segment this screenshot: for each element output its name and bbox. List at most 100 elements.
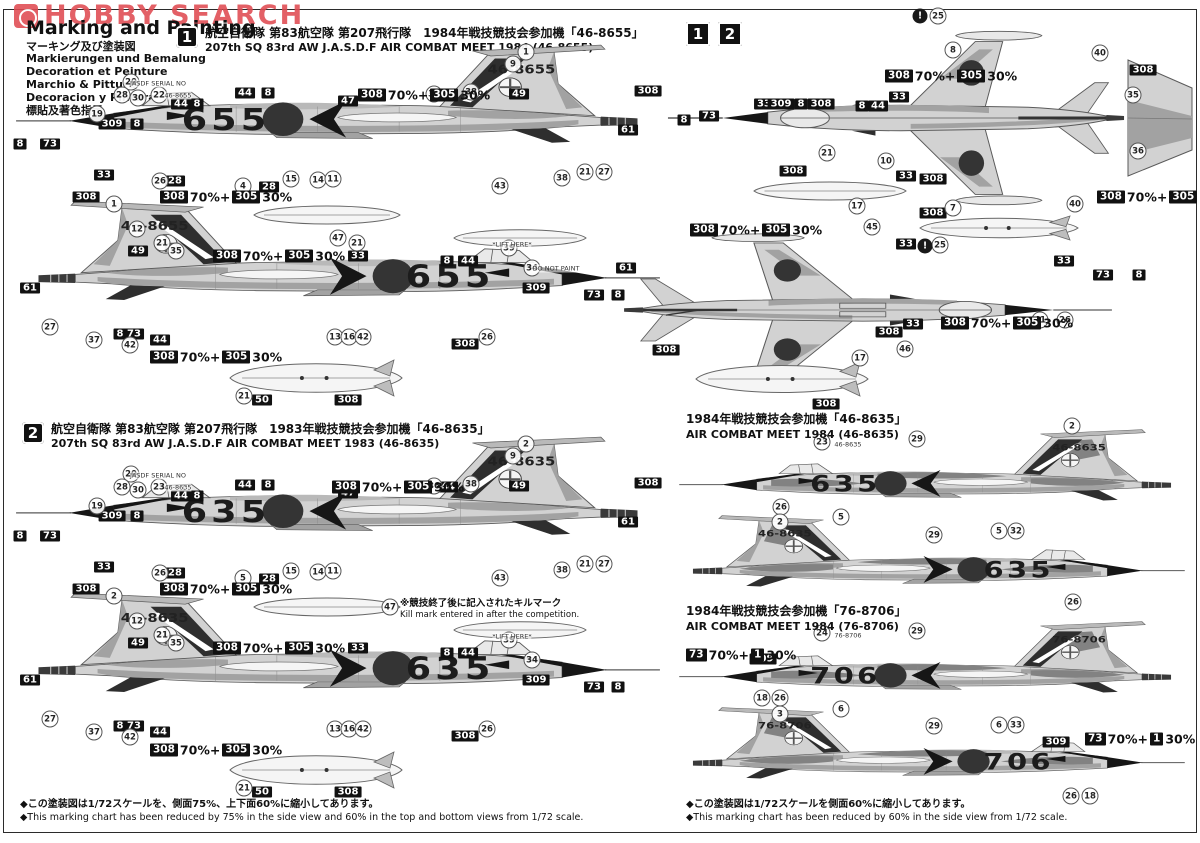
paint-code-badge-pos: 308 xyxy=(779,159,807,178)
paint-code-badge: 8 xyxy=(113,720,127,732)
paint-code-badge: 308 xyxy=(451,730,479,742)
paint-code-badge-pos: 44 xyxy=(150,720,170,739)
decal-number-callout-pos: 25 xyxy=(929,7,947,25)
paint-code-badge-pos: 73 xyxy=(1093,263,1113,282)
paint-code-badge: 305 xyxy=(222,350,251,364)
decal-number-callout: 12 xyxy=(128,612,146,630)
paint-code-badge-pos: 73 xyxy=(699,104,719,123)
paint-code-badge: 308 xyxy=(160,190,188,204)
decal-number-callout-pos: 42 xyxy=(121,336,139,354)
decal-number-callout-pos: 8 xyxy=(944,41,962,59)
paint-code-badge: 8 xyxy=(1132,269,1146,281)
paint-code-badge-pos: 73 xyxy=(584,675,604,694)
paint-code-badge: 44 xyxy=(868,100,888,112)
decal-number-callout-pos: 1 xyxy=(517,43,535,61)
decal-number-callout-pos: 27 xyxy=(595,163,613,181)
paint-code-badge-pos: 73 xyxy=(124,714,144,733)
section2-header: 2 航空自衛隊 第83航空隊 第207飛行隊 1983年戦技競技会参加機「46-… xyxy=(22,422,490,451)
hobbysearch-logo: HOBBY SEARCH xyxy=(14,0,304,31)
decal-number-callout-pos: 26 xyxy=(478,720,496,738)
paint-mix-percent: 70%+ xyxy=(708,647,750,663)
decal-number-callout-pos: 29 xyxy=(908,622,926,640)
decal-number-callout: 3 xyxy=(771,705,789,723)
decal-number-callout-pos: 5 xyxy=(832,508,850,526)
paint-code-badge: 28 xyxy=(165,175,185,187)
paint-code-badge: 33 xyxy=(94,561,114,573)
paint-code-badge: 73 xyxy=(40,138,60,150)
decal-number-callout-pos: 26 xyxy=(1062,787,1080,805)
decal-number-callout: 29 xyxy=(925,526,943,544)
paint-mix-percent: 70%+ xyxy=(189,189,231,205)
paint-code-badge-pos: 44 xyxy=(868,94,888,113)
paint-mix-percent: 30% xyxy=(315,248,346,264)
decal-number-callout-pos: 12 xyxy=(128,612,146,630)
paint-code-badge-pos: 8 xyxy=(261,81,275,100)
paint-code-badge: 33 xyxy=(94,169,114,181)
paint-code-badge: 1 xyxy=(751,648,765,662)
decal-number-callout: 10 xyxy=(877,152,895,170)
stencil-text-pos: 76-8706 xyxy=(834,623,862,642)
decal-number-callout-pos: 29 xyxy=(908,430,926,448)
decal-number-callout: 2 xyxy=(1063,417,1081,435)
decal-number-callout: 26 xyxy=(478,328,496,346)
paint-code-badge-pos: 61 xyxy=(20,668,40,687)
decal-number-callout-pos: 42 xyxy=(354,720,372,738)
paint-code-badge-pos: 8 xyxy=(130,504,144,523)
paint-code-badge: 308 xyxy=(875,326,903,338)
decal-number-callout: 7 xyxy=(944,199,962,217)
decal-number-callout: 21 xyxy=(235,779,253,797)
decal-number-callout: 6 xyxy=(832,700,850,718)
right-scale-note-en: ◆This marking chart has been reduced by … xyxy=(686,811,1068,823)
paint-code-badge: 33 xyxy=(903,318,923,330)
paint-mix-percent: 30% xyxy=(252,742,283,758)
paint-code-badge-pos: 33 xyxy=(94,555,114,574)
left-scale-note-jp: ◆この塗装図は1/72スケールを、側面75%、上下面60%に縮小してあります。 xyxy=(20,799,379,810)
paint-code-badge: 61 xyxy=(618,124,638,136)
svg-text:635: 635 xyxy=(810,472,880,498)
svg-text:706: 706 xyxy=(810,664,880,690)
paint-code-badge: 33 xyxy=(1054,255,1074,267)
paint-code-badge-pos: 33 xyxy=(348,636,368,655)
paint-code-badge: 309 xyxy=(1042,736,1070,748)
decal-number-callout-pos: 24 xyxy=(813,624,831,642)
paint-code-badge: 8 xyxy=(13,138,27,150)
paint-mix-percent: 70%+ xyxy=(242,640,284,656)
decal-number-callout-pos: 18 xyxy=(1081,787,1099,805)
paint-code-badge-pos: 33 xyxy=(94,163,114,182)
decal-number-callout-pos: 19 xyxy=(88,497,106,515)
paint-code-badge-pos: 33 xyxy=(896,232,916,251)
decal-number-callout-pos: 7 xyxy=(944,199,962,217)
stencil-text: 76-8706 xyxy=(834,631,862,640)
decal-number-callout-pos: 9 xyxy=(504,55,522,73)
drop-tank-view xyxy=(752,178,908,204)
decal-number-callout-pos: 21 xyxy=(153,234,171,252)
paint-code-badge: 49 xyxy=(509,480,529,492)
paint-code-badge-pos: 33 xyxy=(1054,249,1074,268)
decal-number-callout: 26 xyxy=(1056,311,1074,329)
right-scale-note-jp: ◆この塗装図は1/72スケールを側面60%に縮小してあります。 xyxy=(686,799,971,810)
paint-code-badge-pos: 308 xyxy=(807,92,835,111)
paint-code-badge: 44 xyxy=(150,726,170,738)
paint-code-badge-pos: 8 xyxy=(113,714,127,733)
decal-number-callout: 32 xyxy=(1007,522,1025,540)
stencil-text: DO NOT PAINT xyxy=(532,264,580,273)
drop-tank-view xyxy=(228,358,404,398)
paint-code-badge: 308 xyxy=(160,582,188,596)
paint-mix-percent: 70%+ xyxy=(1126,189,1168,205)
decal-number-callout: 21 xyxy=(348,234,366,252)
decal-number-callout: 25 xyxy=(931,236,949,254)
paint-code-badge: 44 xyxy=(458,647,478,659)
paint-code-badge-pos: 8 xyxy=(190,92,204,111)
paint-code-badge: 50 xyxy=(252,786,272,798)
decal-number-callout: 21 xyxy=(153,234,171,252)
decal-number-callout-pos: 46 xyxy=(896,340,914,358)
decal-number-callout-pos: 37 xyxy=(85,331,103,349)
paint-code-badge-pos: 308 xyxy=(652,338,680,357)
right-section2-title-en: AIR COMBAT MEET 1984 (76-8706) xyxy=(686,619,899,633)
title-block: Marking and Painting マーキング及び塗装図 Markieru… xyxy=(26,18,256,118)
decal-number-callout: 9 xyxy=(504,55,522,73)
